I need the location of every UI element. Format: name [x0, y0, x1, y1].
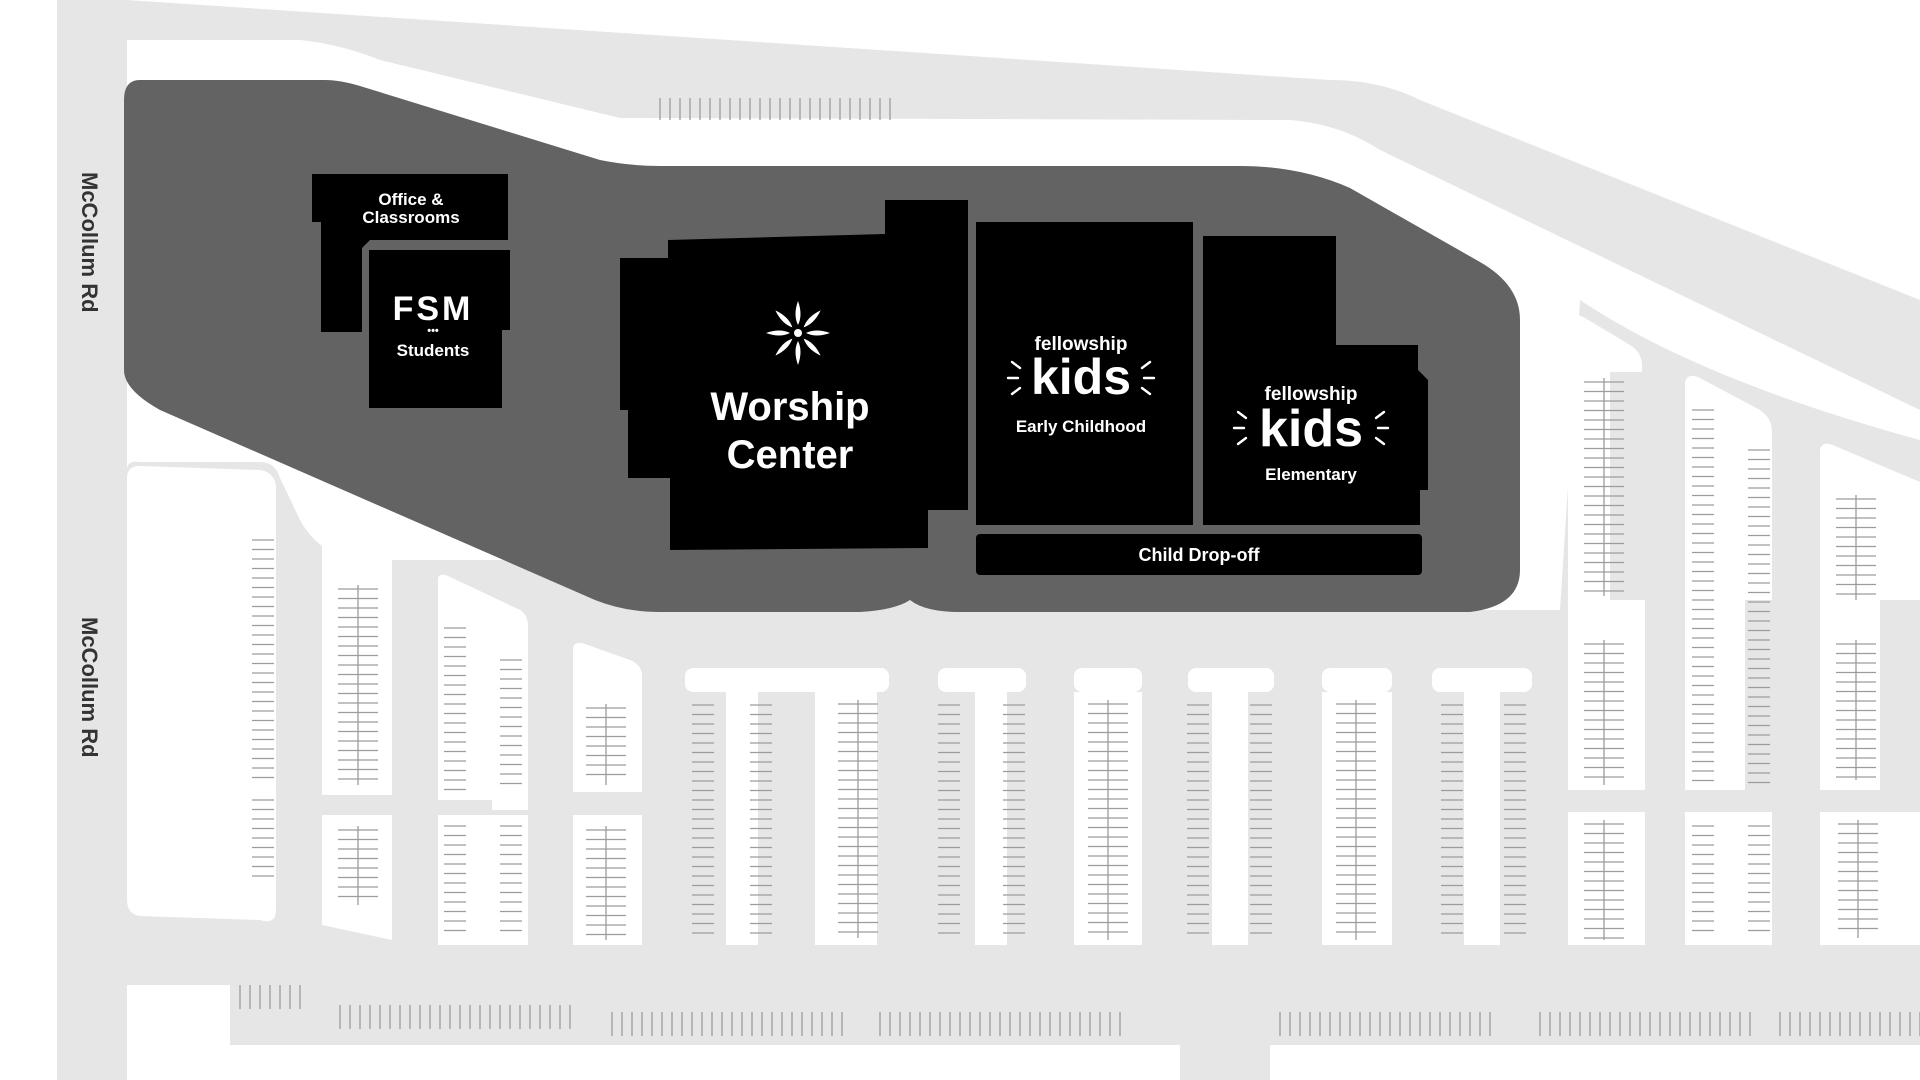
mccollum-rd-surface	[57, 0, 127, 1080]
ray	[1140, 386, 1152, 396]
fellowship-star-icon	[766, 301, 830, 365]
office-classrooms-building[interactable]	[312, 174, 508, 332]
island-col-2b	[438, 815, 528, 948]
office-label-line1: Office &	[378, 190, 443, 209]
island-col-10-spine	[1464, 692, 1500, 945]
kids-elem-logo: kids	[1259, 400, 1363, 458]
south-parking-row	[230, 985, 1920, 1045]
island-east-3	[1820, 443, 1920, 790]
island-east-2b	[1685, 812, 1772, 945]
star-petal	[795, 341, 801, 365]
star-petal	[795, 301, 801, 325]
island-col-2	[438, 574, 528, 810]
kids-elem-rays-right	[1374, 410, 1390, 446]
island-left-edge	[127, 466, 276, 922]
road-label-west-bottom: McCollum Rd	[77, 617, 102, 758]
kids-early-brand: fellowship	[1035, 334, 1128, 355]
island-col-9	[1322, 668, 1392, 692]
island-col-3b	[573, 815, 642, 945]
island-east-3b	[1820, 812, 1920, 945]
drive-aisles	[127, 945, 1920, 1080]
kids-elem-rays-left	[1232, 410, 1248, 446]
fsm-logo: FSM	[393, 290, 474, 328]
north-drive-surface	[127, 0, 1920, 410]
worship-center-building[interactable]	[620, 200, 968, 550]
road-label-west-top: McCollum Rd	[77, 172, 102, 313]
kids-elem-building[interactable]	[1203, 236, 1428, 525]
island-col-8	[1188, 668, 1274, 692]
parking-stalls	[239, 98, 1920, 1036]
ray	[1010, 360, 1022, 370]
south-entrance	[1180, 985, 1270, 1080]
island-col-6	[938, 668, 1026, 692]
office-label-line2: Classrooms	[362, 208, 459, 227]
star-petal	[806, 330, 830, 336]
dropoff-label: Child Drop-off	[1139, 545, 1261, 565]
kids-early-label: Early Childhood	[1016, 417, 1146, 436]
students-building[interactable]	[369, 250, 510, 408]
star-petal	[775, 310, 793, 328]
fsm-logo-dots: •••	[427, 325, 439, 337]
students-label: Students	[397, 341, 470, 360]
island-col-4	[685, 668, 889, 692]
star-center	[794, 329, 802, 337]
kids-elem-brand: fellowship	[1265, 384, 1358, 405]
island-east-2	[1685, 375, 1772, 790]
island-col-7	[1074, 668, 1142, 692]
kids-early-rays-right	[1140, 360, 1156, 396]
worship-label-line2: Center	[727, 433, 854, 477]
ray	[1140, 360, 1152, 370]
child-dropoff-zone[interactable]	[976, 534, 1422, 575]
ray	[1374, 436, 1386, 446]
kids-early-building[interactable]	[976, 222, 1193, 525]
ray	[1236, 410, 1248, 420]
star-petal	[775, 338, 793, 356]
ray	[1010, 386, 1022, 396]
star-petal	[803, 338, 821, 356]
buildings	[312, 174, 1428, 575]
island-col-10	[1432, 668, 1532, 692]
island-col-6-spine	[975, 692, 1007, 945]
star-petal	[766, 330, 790, 336]
kids-early-logo: kids	[1031, 349, 1131, 405]
ray	[1236, 436, 1248, 446]
ray	[1374, 410, 1386, 420]
kids-elem-label: Elementary	[1265, 465, 1357, 484]
aisle-south-loop	[127, 945, 1920, 985]
island-east-1b	[1568, 812, 1645, 945]
star-petal	[803, 310, 821, 328]
worship-label-line1: Worship	[710, 385, 869, 429]
kids-early-rays-left	[1006, 360, 1022, 396]
island-col-1	[322, 521, 392, 795]
island-col-8-spine	[1212, 692, 1248, 945]
